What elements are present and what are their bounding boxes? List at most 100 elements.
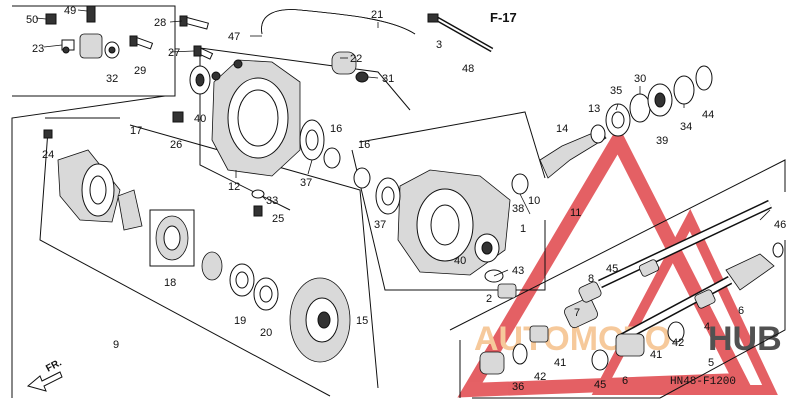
spring-45 <box>638 259 660 277</box>
callout-31: 31 <box>382 73 394 85</box>
callout-1: 1 <box>520 223 526 235</box>
ring-30 <box>629 93 651 123</box>
leader-lines <box>35 9 771 277</box>
bolt-49 <box>86 5 96 23</box>
washer-33 <box>251 189 265 199</box>
callout-29: 29 <box>134 65 146 77</box>
callout-25: 25 <box>272 213 284 225</box>
callout-41-a: 41 <box>554 357 566 369</box>
callout-42-a: 42 <box>534 371 546 383</box>
housing-12 <box>211 59 301 177</box>
seal-39 <box>647 83 673 117</box>
ring-gear-15 <box>289 277 351 363</box>
ring-46 <box>772 242 784 258</box>
callout-19: 19 <box>234 315 246 327</box>
callout-20: 20 <box>260 327 272 339</box>
cone-17 <box>117 189 143 231</box>
bolt-24 <box>43 129 53 139</box>
callout-45-lower: 45 <box>594 379 606 391</box>
bolt-26 <box>172 111 184 123</box>
bearing-16-top <box>299 119 325 161</box>
callout-8: 8 <box>588 273 594 285</box>
callout-23: 23 <box>32 43 44 55</box>
ring-13 <box>590 124 606 144</box>
breather-tube-21 <box>261 9 416 35</box>
callout-11: 11 <box>570 207 581 219</box>
boot-36 <box>479 351 505 375</box>
clip-42-a <box>512 343 528 365</box>
clutch-18 <box>149 209 195 267</box>
callout-44: 44 <box>702 109 714 121</box>
bolt-28 <box>179 15 209 30</box>
clip-45-lower <box>591 349 609 371</box>
callout-18: 18 <box>164 277 176 289</box>
callout-12: 12 <box>228 181 240 193</box>
callout-34: 34 <box>680 121 692 133</box>
drawing-number: HN48‑F1200 <box>670 376 736 388</box>
joint-41-a <box>529 325 549 343</box>
clip-42-b <box>667 321 685 343</box>
callout-9: 9 <box>113 339 119 351</box>
callout-41-b: 41 <box>650 349 662 361</box>
clip-3 <box>427 13 439 23</box>
callout-35: 35 <box>610 85 622 97</box>
callout-2: 2 <box>486 293 492 305</box>
callout-6-right: 6 <box>738 305 744 317</box>
callout-50: 50 <box>26 14 38 26</box>
callout-49: 49 <box>64 5 76 17</box>
seal-40-center <box>474 233 500 263</box>
callout-4: 4 <box>704 321 710 333</box>
bolt-29 <box>129 35 154 50</box>
washer-32 <box>104 41 120 59</box>
bearing-35 <box>605 103 631 137</box>
callout-13: 13 <box>588 103 600 115</box>
ring-34 <box>673 75 695 105</box>
callout-16-center: 16 <box>358 139 370 151</box>
callout-15: 15 <box>356 315 368 327</box>
rod-48 <box>430 13 494 53</box>
shaft-upper <box>598 199 772 289</box>
group-frames <box>11 5 786 399</box>
shim-19 <box>229 263 255 297</box>
bracket-23 <box>61 33 103 59</box>
callout-40-top: 40 <box>194 113 206 125</box>
washer-10 <box>511 173 529 195</box>
callout-33: 33 <box>266 195 278 207</box>
joint-6-lower <box>615 333 645 357</box>
diff-case-17 <box>57 149 121 223</box>
seal-40-top <box>189 65 211 95</box>
callout-32: 32 <box>106 73 118 85</box>
nut-31 <box>355 71 369 83</box>
callout-42-b: 42 <box>672 337 684 349</box>
spring-4 <box>694 289 716 309</box>
bolt-50 <box>45 13 57 25</box>
callout-7: 7 <box>574 307 580 319</box>
callout-26: 26 <box>170 139 182 151</box>
shim-20 <box>253 277 279 311</box>
callout-5: 5 <box>708 357 714 369</box>
bearing-37-center <box>375 177 401 215</box>
callout-39: 39 <box>656 135 668 147</box>
callout-17: 17 <box>130 125 142 137</box>
callout-36: 36 <box>512 381 524 393</box>
pinion-14 <box>539 129 607 179</box>
callout-28: 28 <box>154 17 166 29</box>
callout-46: 46 <box>774 219 786 231</box>
shaft-lower <box>615 276 733 344</box>
plug-2 <box>497 283 517 299</box>
section-code: F-17 <box>490 10 517 25</box>
hub-19 <box>201 251 223 281</box>
joint-8 <box>578 281 602 303</box>
callout-10: 10 <box>528 195 540 207</box>
callout-43: 43 <box>512 265 524 277</box>
callout-3: 3 <box>436 39 442 51</box>
callout-37-top: 37 <box>300 177 312 189</box>
callout-47: 47 <box>228 31 240 43</box>
joint-7 <box>564 297 598 329</box>
cap-22 <box>331 51 357 75</box>
callout-40-center: 40 <box>454 255 466 267</box>
callouts: 50 49 23 32 28 29 27 21 47 3 48 22 31 40… <box>26 5 786 393</box>
callout-21: 21 <box>371 9 383 21</box>
callout-24: 24 <box>42 149 54 161</box>
